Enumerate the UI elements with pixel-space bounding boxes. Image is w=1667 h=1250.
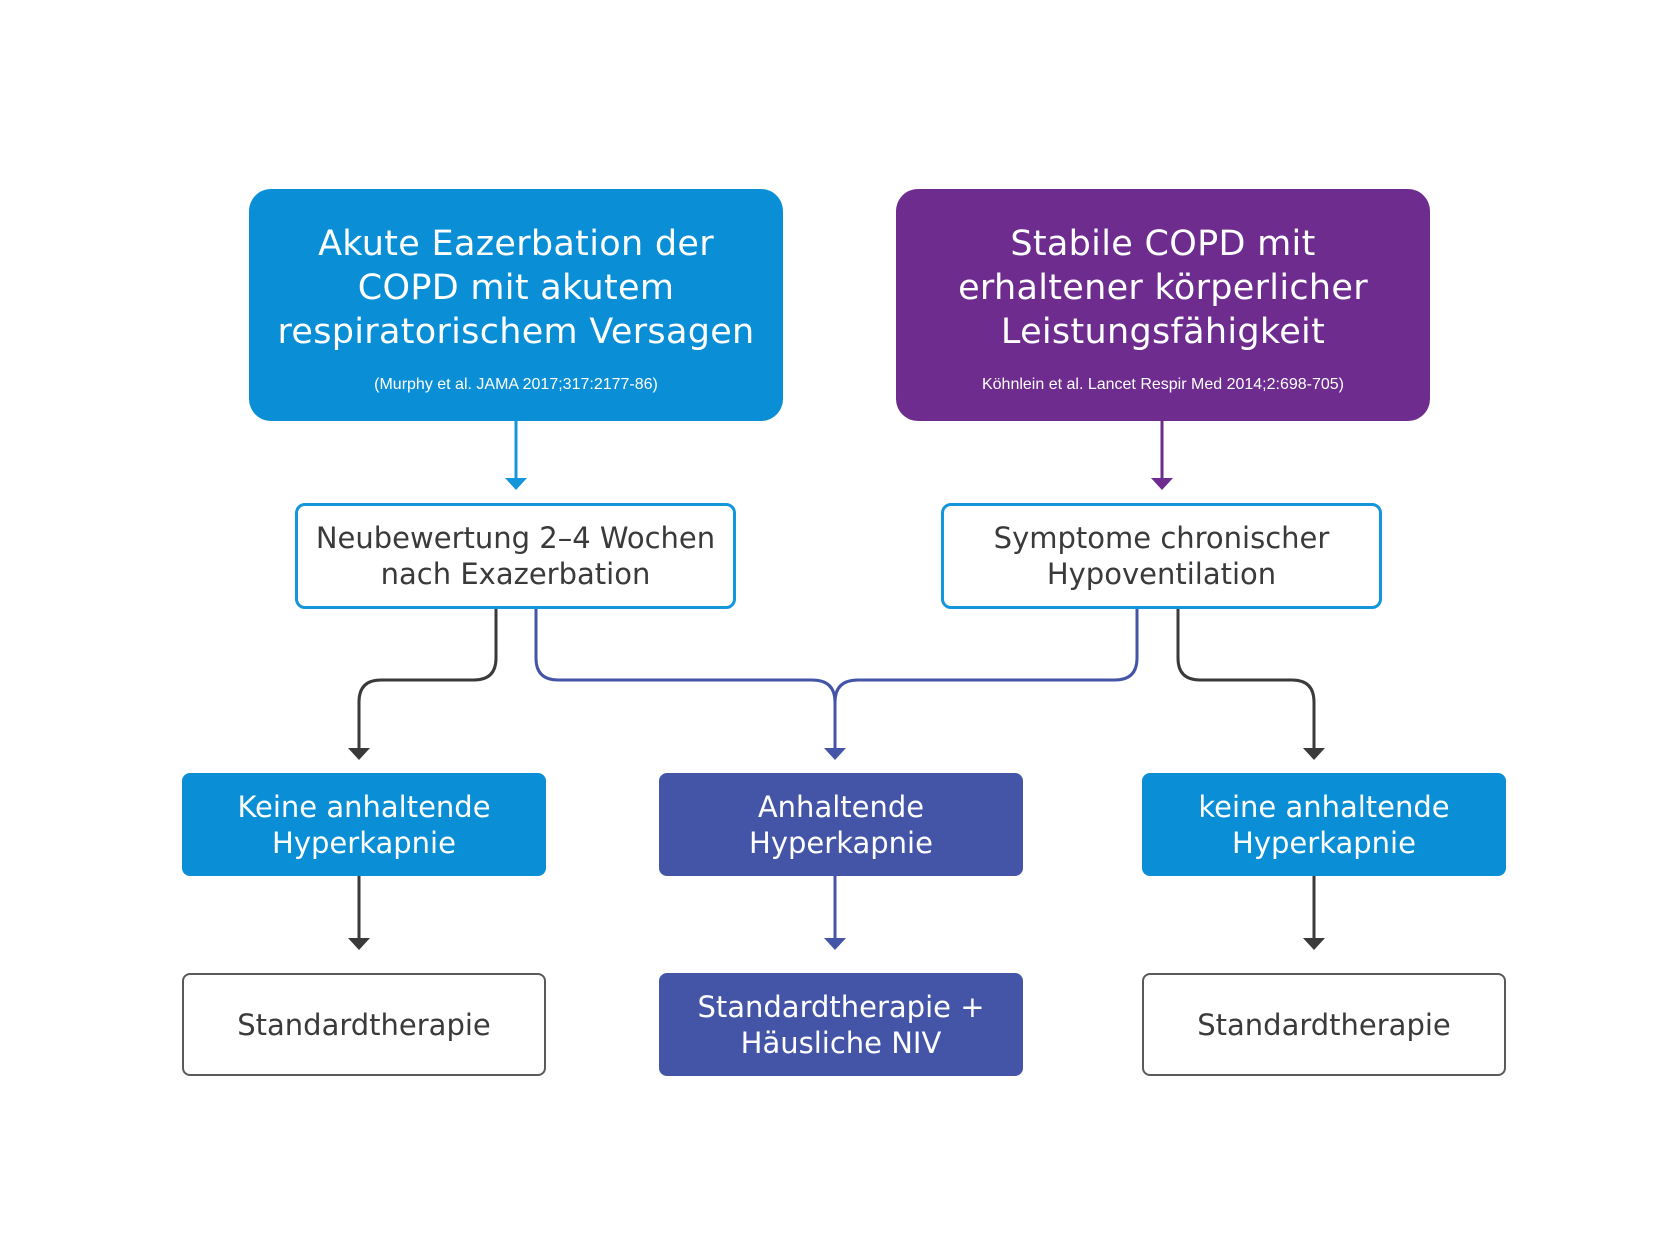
no-persistent-hypercapnia-right-box: keine anhaltende Hyperkapnie (1142, 773, 1506, 876)
acute-exacerbation-box: Akute Eazerbation der COPD mit akutem re… (249, 189, 783, 421)
stable-copd-box: Stabile COPD mit erhaltener körperlicher… (896, 189, 1430, 421)
acute-exacerbation-title: Akute Eazerbation der COPD mit akutem re… (277, 224, 755, 352)
arrow-right-to-standard-therapy (1303, 876, 1325, 950)
standard-therapy-left-box: Standardtherapie (182, 973, 546, 1076)
arrow-mid-left-to-hypercapnia (534, 609, 837, 750)
persistent-hypercapnia-box: Anhaltende Hyperkapnie (659, 773, 1023, 876)
reassessment-box: Neubewertung 2–4 Wochen nach Exazerbatio… (295, 503, 736, 609)
arrow-mid-left-to-no-hypercapnia-left (348, 609, 498, 760)
stable-copd-reference: Köhnlein et al. Lancet Respir Med 2014;2… (981, 376, 1344, 393)
arrow-left-to-standard-therapy (348, 876, 370, 950)
arrow-top-right-to-mid-right (1151, 421, 1173, 490)
arrow-mid-right-to-hypercapnia (824, 609, 1139, 760)
hypoventilation-symptoms-box: Symptome chronischer Hypoventilation (941, 503, 1382, 609)
no-persistent-hypercapnia-left-box: Keine anhaltende Hyperkapnie (182, 773, 546, 876)
arrow-mid-right-to-no-hypercapnia-right (1176, 609, 1325, 760)
arrow-center-to-niv-therapy (824, 876, 846, 950)
standard-therapy-niv-box: Standardtherapie + Häusliche NIV (659, 973, 1023, 1076)
arrow-top-left-to-mid-left (505, 421, 527, 490)
stable-copd-title: Stabile COPD mit erhaltener körperlicher… (958, 224, 1368, 352)
acute-exacerbation-reference: (Murphy et al. JAMA 2017;317:2177-86) (374, 376, 658, 393)
standard-therapy-right-box: Standardtherapie (1142, 973, 1506, 1076)
